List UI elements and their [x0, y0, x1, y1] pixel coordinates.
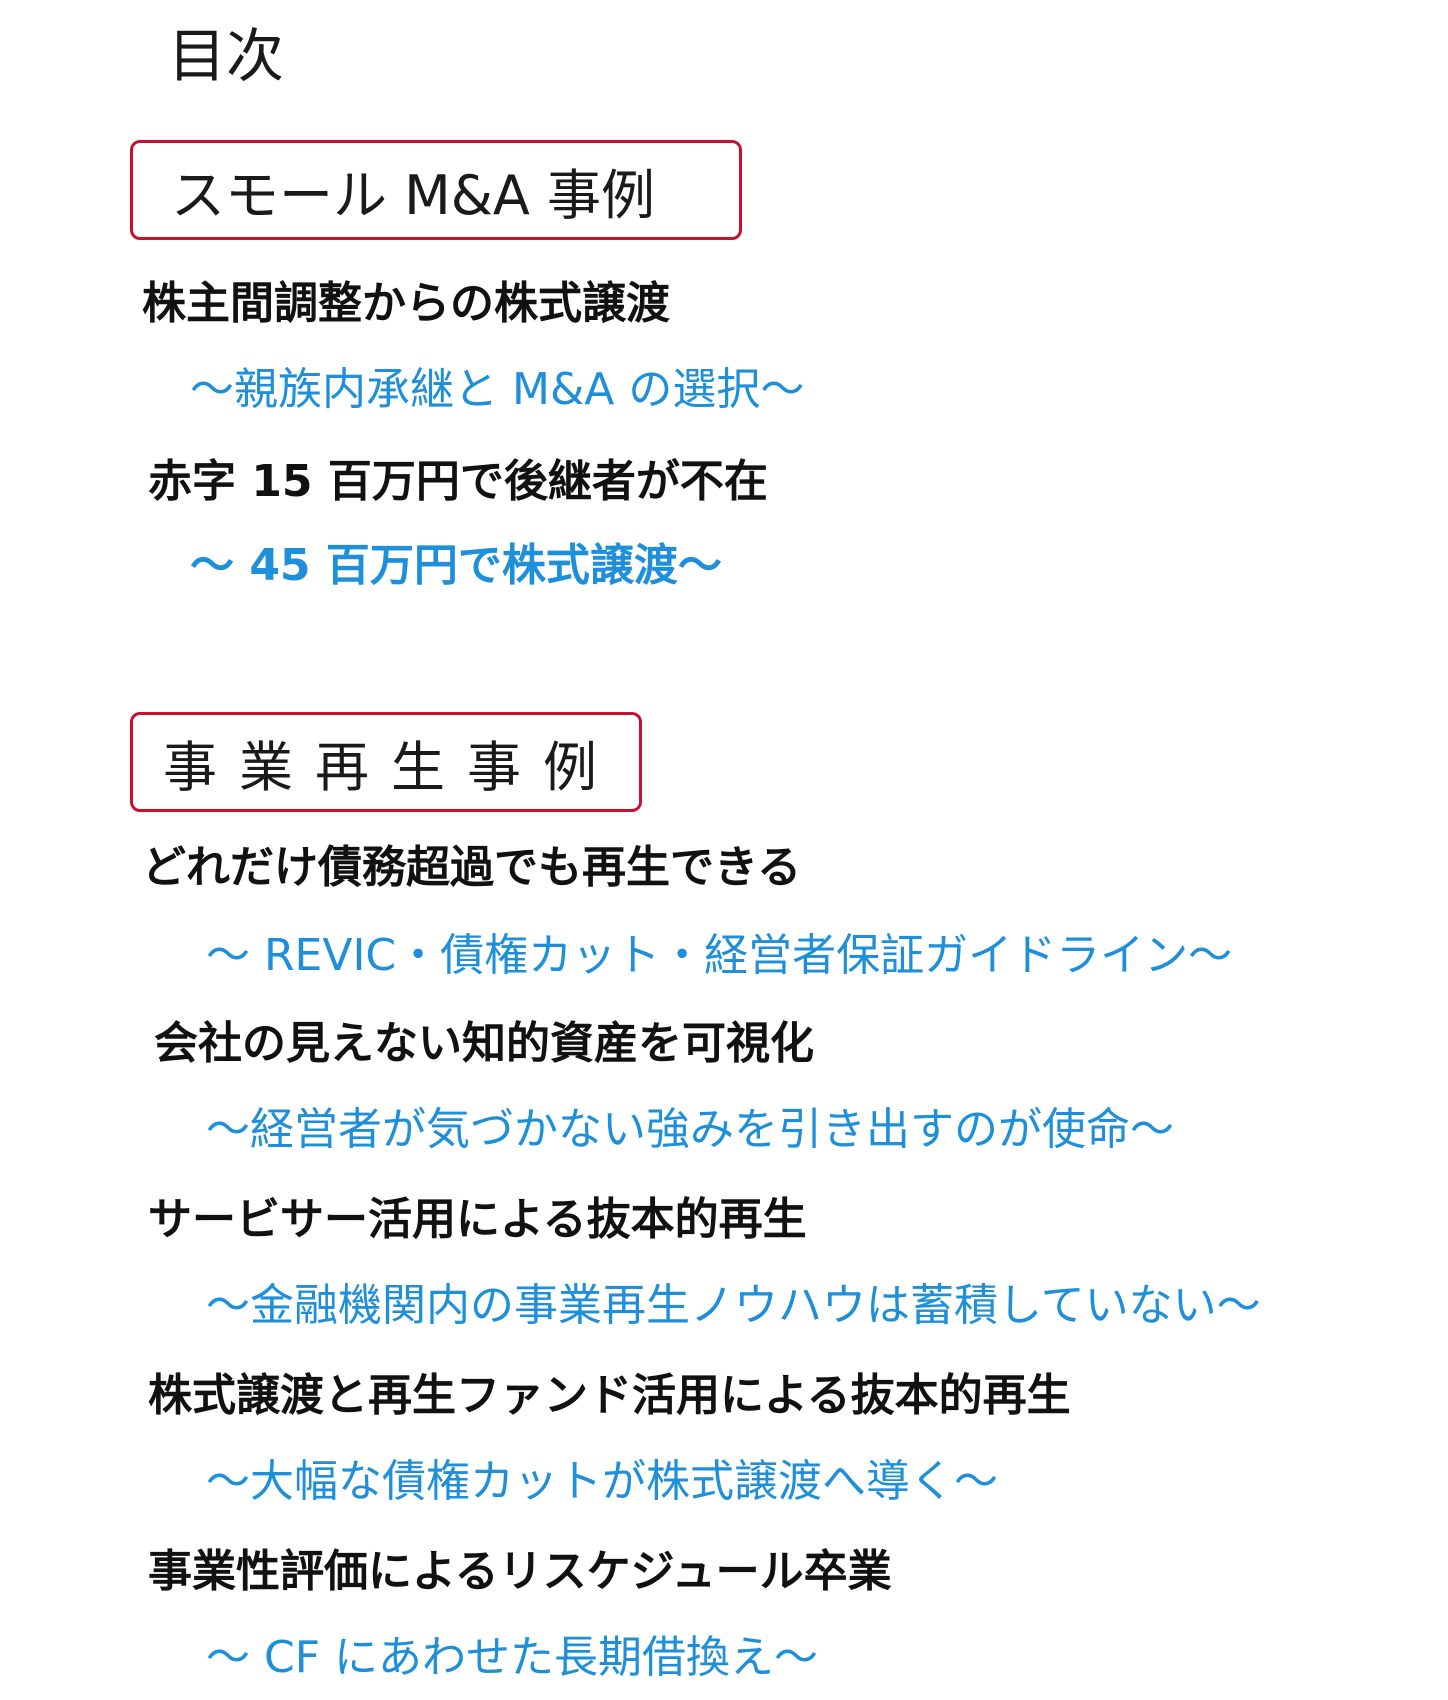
toc-item-title: 事業性評価によるリスケジュール卒業	[148, 1546, 892, 1597]
page-title: 目次	[168, 22, 285, 90]
section-box-business-revitalization: 事業再生事例	[130, 712, 642, 812]
toc-item-subtitle: 〜経営者が気づかない強みを引き出すのが使命〜	[206, 1104, 1174, 1155]
toc-item-title: サービサー活用による抜本的再生	[148, 1194, 807, 1245]
section-label: スモール M&A 事例	[171, 163, 655, 227]
toc-item-subtitle: 〜 REVIC・債権カット・経営者保証ガイドライン〜	[206, 930, 1233, 981]
section-box-small-ma: スモール M&A 事例	[130, 140, 742, 240]
toc-item-subtitle: 〜大幅な債権カットが株式譲渡へ導く〜	[206, 1456, 998, 1507]
toc-item-subtitle: 〜 CF にあわせた長期借換え〜	[206, 1632, 819, 1683]
toc-item-subtitle: 〜親族内承継と M&A の選択〜	[190, 364, 805, 415]
section-label: 事業再生事例	[163, 735, 619, 799]
toc-item-title: 赤字 15 百万円で後継者が不在	[148, 456, 768, 507]
toc-item-title: 会社の見えない知的資産を可視化	[154, 1018, 814, 1069]
toc-item-subtitle: 〜 45 百万円で株式譲渡〜	[190, 540, 722, 591]
toc-item-subtitle: 〜金融機関内の事業再生ノウハウは蓄積していない〜	[206, 1280, 1261, 1331]
toc-item-title: 株式譲渡と再生ファンド活用による抜本的再生	[148, 1370, 1071, 1421]
toc-item-title: 株主間調整からの株式譲渡	[142, 278, 670, 329]
toc-item-title: どれだけ債務超過でも再生できる	[142, 842, 802, 893]
